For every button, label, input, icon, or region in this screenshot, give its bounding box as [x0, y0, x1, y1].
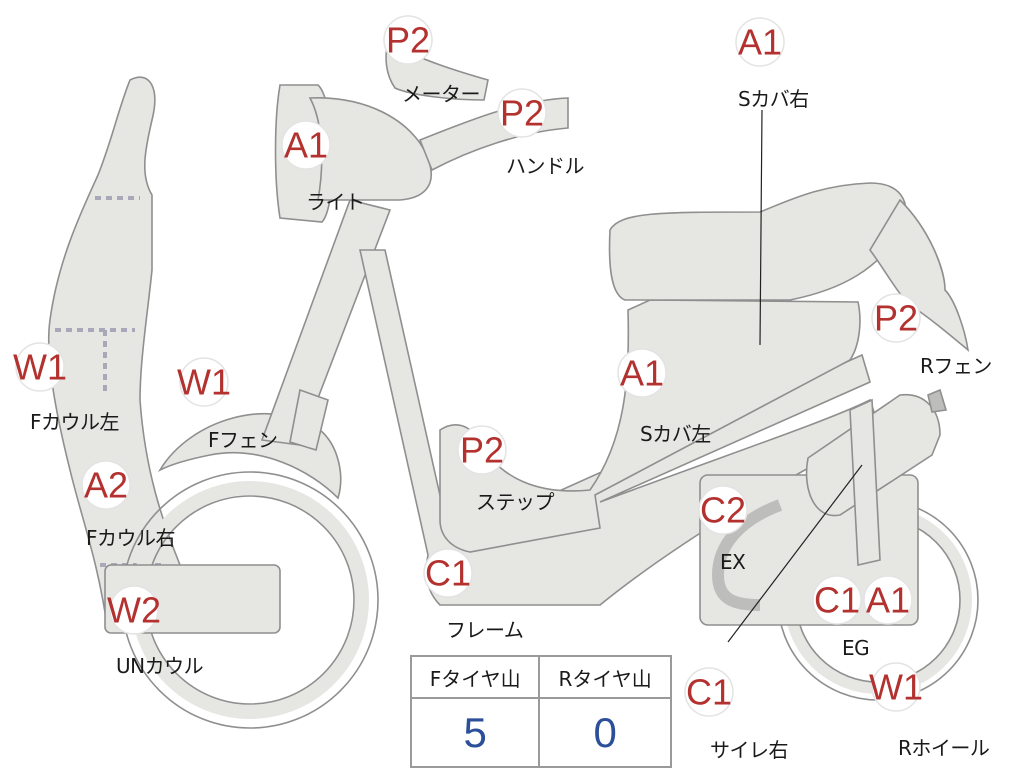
- badge-code: P2: [500, 93, 544, 134]
- label-frame: フレーム: [446, 618, 524, 642]
- badge-meter: P2: [383, 15, 433, 65]
- label-meter: メーター: [402, 82, 481, 106]
- badge-s-cover-right: A1: [735, 17, 785, 67]
- badge-code: P2: [460, 430, 504, 471]
- label-eg: EG: [842, 636, 870, 660]
- badge-code: A2: [84, 465, 128, 506]
- badge-code: A1: [620, 353, 664, 394]
- label-f-cowl-right: Fカウル右: [86, 526, 176, 550]
- badge-frame: C1: [423, 548, 473, 598]
- label-s-cover-right: Sカバ右: [738, 87, 809, 111]
- badge-un-cowl: W2: [107, 585, 161, 635]
- badge-f-fender: W1: [177, 357, 231, 407]
- tire-tread-table: Fタイヤ山 Rタイヤ山 5 0: [409, 655, 672, 768]
- badge-s-cover-left: A1: [617, 348, 667, 398]
- label-r-wheel: Rホイール: [898, 736, 990, 760]
- label-ex: EX: [720, 550, 746, 574]
- label-r-fender: Rフェン: [920, 354, 992, 378]
- label-f-cowl-left: Fカウル左: [30, 410, 120, 434]
- r-tire-value: 0: [538, 697, 672, 768]
- label-handle: ハンドル: [506, 154, 585, 178]
- label-un-cowl: UNカウル: [116, 654, 204, 678]
- label-silencer-right: サイレ右: [710, 738, 789, 762]
- seat-part: [608, 182, 907, 301]
- badge-code: W2: [107, 590, 161, 631]
- badge-code: C1: [814, 580, 860, 621]
- f-tire-header: Fタイヤ山: [409, 655, 541, 699]
- badge-handle: P2: [497, 88, 547, 138]
- badge-silencer-right: C1: [684, 667, 734, 717]
- badge-code: C2: [700, 490, 746, 531]
- exhaust-pipe-part: [711, 499, 783, 611]
- badge-code: C1: [425, 553, 471, 594]
- label-light: ライト: [306, 190, 365, 214]
- label-s-cover-left: Sカバ左: [640, 422, 711, 446]
- badge-light: A1: [281, 120, 331, 170]
- badge-code: W1: [13, 347, 67, 388]
- badge-code: A1: [866, 580, 910, 621]
- badge-f-cowl-left: W1: [13, 342, 67, 392]
- badge-eg-c: C1: [812, 575, 862, 625]
- badge-code: P2: [386, 20, 430, 61]
- badge-code: W1: [177, 362, 231, 403]
- label-step: ステップ: [476, 490, 555, 514]
- badge-code: C1: [686, 672, 732, 713]
- r-tire-header: Rタイヤ山: [538, 655, 672, 699]
- badge-code: A1: [284, 125, 328, 166]
- badge-step: P2: [457, 425, 507, 475]
- badge-eg-a: A1: [863, 575, 913, 625]
- badge-code: P2: [874, 298, 918, 339]
- badge-r-fender: P2: [871, 293, 921, 343]
- badge-code: W1: [869, 667, 923, 708]
- badge-ex: C2: [698, 485, 748, 535]
- label-f-fender: Fフェン: [208, 428, 278, 452]
- f-tire-value: 5: [409, 697, 541, 768]
- badge-r-wheel: W1: [869, 662, 923, 712]
- rear-fender-part: [869, 198, 970, 352]
- badge-code: A1: [738, 22, 782, 63]
- badge-f-cowl-right: A2: [81, 460, 131, 510]
